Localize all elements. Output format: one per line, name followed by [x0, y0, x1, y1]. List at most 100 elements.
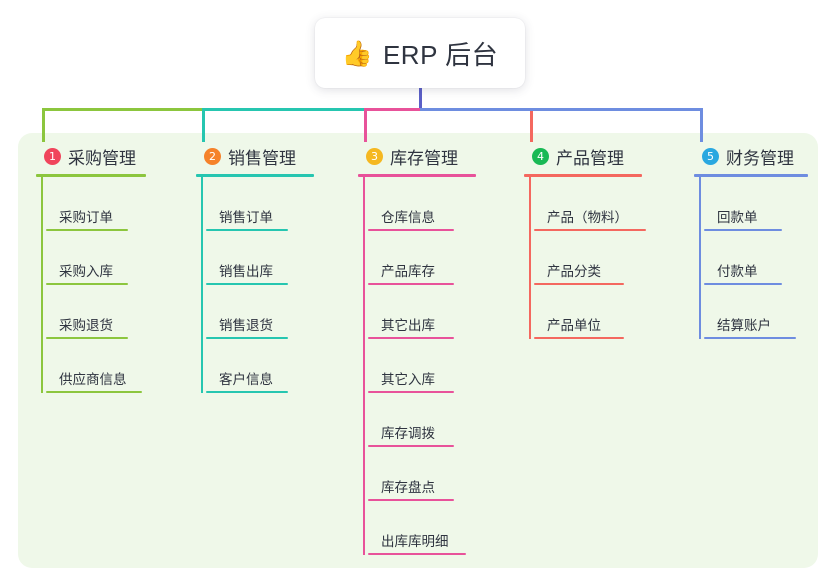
branch-item-rule	[368, 553, 466, 555]
branch-spine	[201, 177, 203, 393]
branches-panel	[18, 133, 818, 568]
branch-item[interactable]: 产品（物料）	[529, 177, 674, 231]
branch-badge-5: 5	[702, 147, 719, 165]
branch-item[interactable]: 产品库存	[363, 231, 508, 285]
branch-item[interactable]: 采购入库	[41, 231, 186, 285]
branch-badge-4: 4	[532, 147, 549, 165]
branch-column-5: 5 财务管理回款单付款单结算账户	[694, 143, 834, 339]
branch-item[interactable]: 销售退货	[201, 285, 346, 339]
branch-item-label: 结算账户	[717, 318, 771, 333]
root-node-title: ERP 后台	[382, 39, 499, 70]
branch-item-label: 销售退货	[219, 318, 273, 333]
branch-item-list: 销售订单销售出库销售退货客户信息	[196, 177, 346, 393]
branch-item-label: 产品（物料）	[547, 210, 628, 225]
branch-drop-connector-1	[42, 108, 45, 142]
branch-item[interactable]: 付款单	[699, 231, 834, 285]
branch-column-1: 1 采购管理采购订单采购入库采购退货供应商信息	[36, 143, 186, 393]
branch-header-rule	[358, 174, 476, 177]
branch-item-label: 回款单	[717, 210, 758, 225]
branch-item-label: 出库库明细	[381, 534, 449, 549]
branch-item-rule	[534, 229, 646, 231]
branch-item[interactable]: 客户信息	[201, 339, 346, 393]
branch-header-5[interactable]: 5 财务管理	[694, 143, 834, 169]
branch-horizontal-connector-3	[364, 108, 420, 111]
branch-spine	[699, 177, 701, 339]
branch-column-4: 4 产品管理产品（物料） 产品分类产品单位	[524, 143, 674, 339]
branch-item-label: 产品单位	[547, 318, 601, 333]
branch-header-1[interactable]: 1 采购管理	[36, 143, 186, 169]
branch-drop-connector-2	[202, 108, 205, 142]
branch-item[interactable]: 库存调拨	[363, 393, 508, 447]
branch-item-label: 销售出库	[219, 264, 273, 279]
branch-title: 采购管理	[68, 148, 136, 168]
branch-horizontal-connector-2	[202, 108, 420, 111]
branch-header-rule	[524, 174, 642, 177]
branch-item-rule	[704, 229, 782, 231]
root-stem-connector	[419, 88, 422, 110]
branch-item-rule	[534, 283, 624, 285]
branch-item[interactable]: 销售订单	[201, 177, 346, 231]
branch-item-rule	[46, 337, 128, 339]
branch-item-rule	[368, 499, 454, 501]
branch-item-rule	[368, 445, 454, 447]
branch-item[interactable]: 回款单	[699, 177, 834, 231]
branch-item[interactable]: 出库库明细	[363, 501, 508, 555]
branch-item[interactable]: 结算账户	[699, 285, 834, 339]
branch-item[interactable]: 供应商信息	[41, 339, 186, 393]
branch-horizontal-connector-5	[420, 108, 703, 111]
branch-item[interactable]: 其它出库	[363, 285, 508, 339]
branch-item-label: 采购退货	[59, 318, 113, 333]
branch-item-rule	[704, 283, 782, 285]
branch-item[interactable]: 销售出库	[201, 231, 346, 285]
branch-item-label: 供应商信息	[59, 372, 127, 387]
branch-item[interactable]: 其它入库	[363, 339, 508, 393]
branch-badge-2: 2	[204, 147, 221, 165]
branch-header-4[interactable]: 4 产品管理	[524, 143, 674, 169]
branch-item-label: 库存盘点	[381, 480, 435, 495]
branch-title: 财务管理	[726, 148, 794, 168]
root-node[interactable]: 👍 ERP 后台	[315, 18, 525, 88]
branch-title: 库存管理	[390, 148, 458, 168]
branch-spine	[529, 177, 531, 339]
branch-item-rule	[704, 337, 796, 339]
branch-item-label: 库存调拨	[381, 426, 435, 441]
branch-item-rule	[46, 229, 128, 231]
branch-title: 产品管理	[556, 148, 624, 168]
branch-item-rule	[368, 391, 454, 393]
branch-item-rule	[206, 229, 288, 231]
branch-drop-connector-4	[530, 108, 533, 142]
branch-item[interactable]: 采购退货	[41, 285, 186, 339]
branch-item-label: 仓库信息	[381, 210, 435, 225]
branch-item-label: 采购入库	[59, 264, 113, 279]
branch-item-rule	[368, 229, 454, 231]
branch-item-list: 产品（物料） 产品分类产品单位	[524, 177, 674, 339]
branch-item-rule	[368, 337, 454, 339]
branch-item[interactable]: 仓库信息	[363, 177, 508, 231]
branch-header-rule	[36, 174, 146, 177]
branch-drop-connector-3	[364, 108, 367, 142]
branch-item[interactable]: 库存盘点	[363, 447, 508, 501]
branch-header-rule	[196, 174, 314, 177]
branch-item-label: 销售订单	[219, 210, 273, 225]
branch-item-rule	[206, 337, 288, 339]
branch-item[interactable]: 采购订单	[41, 177, 186, 231]
branch-item[interactable]: 产品单位	[529, 285, 674, 339]
branch-item-list: 仓库信息产品库存其它出库其它入库库存调拨库存盘点出库库明细	[358, 177, 508, 555]
branch-item[interactable]: 产品分类	[529, 231, 674, 285]
branch-item-rule	[368, 283, 454, 285]
branch-item-label: 其它入库	[381, 372, 435, 387]
branch-item-rule	[534, 337, 624, 339]
branch-item-rule	[206, 391, 288, 393]
branch-badge-1: 1	[44, 147, 61, 165]
branch-item-rule	[46, 283, 128, 285]
branch-item-label: 产品库存	[381, 264, 435, 279]
branch-item-list: 回款单付款单结算账户	[694, 177, 834, 339]
branch-item-rule	[206, 283, 288, 285]
branch-spine	[363, 177, 365, 555]
branch-spine	[41, 177, 43, 393]
